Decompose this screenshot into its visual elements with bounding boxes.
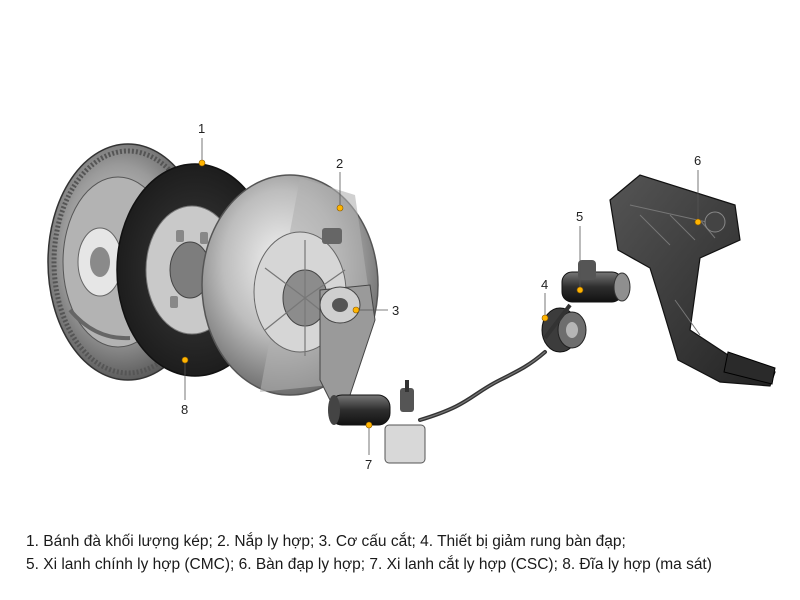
caption-line-1: 1. Bánh đà khối lượng kép; 2. Nắp ly hợp… [26, 533, 626, 550]
callout-labels: 1 2 3 4 5 6 7 8 [181, 121, 701, 472]
hydraulic-line [418, 350, 547, 422]
callout-6: 6 [694, 153, 701, 168]
callout-2: 2 [336, 156, 343, 171]
caption-line-2: 5. Xi lanh chính ly hợp (CMC); 6. Bàn đạ… [26, 556, 712, 573]
clutch-slave-cylinder [328, 380, 426, 464]
marker-dot-5 [576, 286, 584, 294]
marker-dot-1 [198, 159, 206, 167]
marker-dot-7 [365, 421, 373, 429]
diagram-caption: 1. Bánh đà khối lượng kép; 2. Nắp ly hợp… [26, 530, 786, 576]
marker-dot-2 [336, 204, 344, 212]
marker-dots [181, 159, 702, 429]
callout-8: 8 [181, 402, 188, 417]
clutch-master-cylinder [543, 260, 631, 340]
callout-5: 5 [576, 209, 583, 224]
callout-7: 7 [365, 457, 372, 472]
callout-3: 3 [392, 303, 399, 318]
leader-lines [184, 138, 699, 455]
marker-dot-8 [181, 356, 189, 364]
release-mechanism [319, 228, 376, 401]
marker-dot-6 [694, 218, 702, 226]
callout-4: 4 [541, 277, 548, 292]
clutch-pedal [609, 174, 776, 387]
marker-dot-3 [352, 306, 360, 314]
marker-dot-4 [541, 314, 549, 322]
callout-1: 1 [198, 121, 205, 136]
pedal-vibration-damper [541, 307, 587, 353]
